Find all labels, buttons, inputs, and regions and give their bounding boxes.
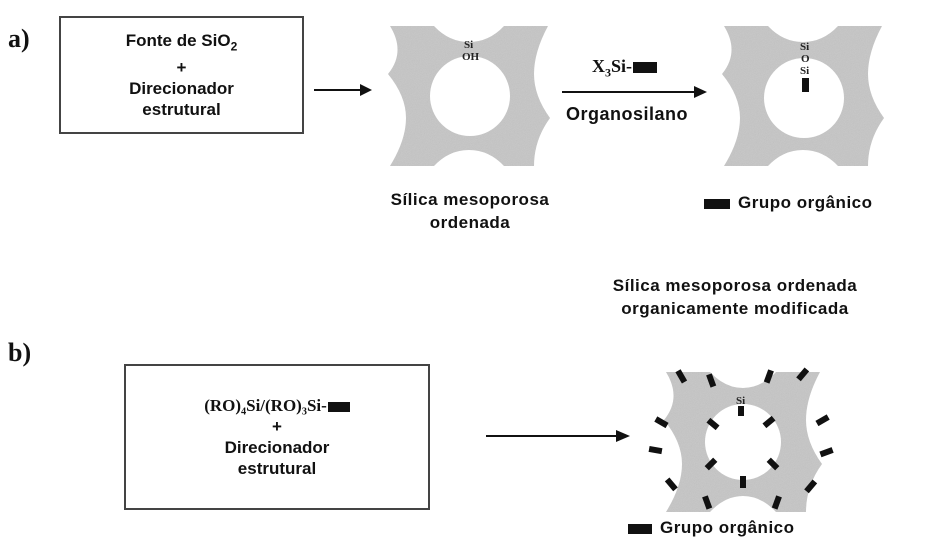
organic-group-icon <box>704 198 730 209</box>
pore2-organic-group <box>802 78 809 92</box>
pore1-si-label: Si <box>464 39 473 51</box>
part-a-arrow-2 <box>562 86 707 98</box>
part-a-box-line2: Direcionador <box>129 79 234 99</box>
pore2-o-label: O <box>801 53 810 65</box>
part-b-label: b) <box>8 338 32 367</box>
part-a-box-plus: + <box>176 58 187 78</box>
pore3-si-label: Si <box>736 395 745 407</box>
part-b-box-line1: (RO)₄Si/(RO)₃Si- <box>204 395 350 416</box>
reagent-caption: Organosilano <box>566 104 689 124</box>
pore2-si-bottom-label: Si <box>800 65 809 77</box>
pore1-oh-label: OH <box>462 51 480 63</box>
caption-modified-silica: Sílica mesoporosa ordenada organicamente… <box>612 276 858 318</box>
part-a-arrow-1 <box>314 84 372 96</box>
silica-pore-3: Si <box>648 367 834 512</box>
part-a-precursor-box: Fonte de SiO2 + Direcionador estrutural <box>59 16 304 134</box>
part-a-box-line1: Fonte de SiO2 <box>125 30 238 54</box>
part-b-arrow <box>486 430 630 442</box>
part-a-label: a) <box>8 24 30 53</box>
legend-organic-group-a: Grupo orgânico <box>704 191 873 214</box>
part-b-box-plus: + <box>272 417 282 436</box>
part-b-precursor-box: (RO)₄Si/(RO)₃Si- + Direcionador estrutur… <box>124 364 430 510</box>
reagent-formula: X3Si- <box>592 56 658 81</box>
organic-group-icon <box>628 523 652 534</box>
pore2-si-top-label: Si <box>800 41 809 53</box>
pore3-organic-groups <box>648 367 834 510</box>
organic-group-icon <box>327 402 350 413</box>
caption-ordered-silica: Sílica mesoporosa ordenada <box>390 190 550 232</box>
legend-organic-group-b: Grupo orgânico <box>628 516 795 539</box>
part-a-box-line3: estrutural <box>142 100 221 120</box>
silica-pore-2: Si O Si <box>722 26 884 166</box>
part-b-box-line2: Direcionador <box>224 438 330 457</box>
silica-pore-1: Si OH <box>388 26 550 166</box>
organic-group-icon <box>633 62 658 74</box>
part-b-box-line3: estrutural <box>237 459 317 478</box>
